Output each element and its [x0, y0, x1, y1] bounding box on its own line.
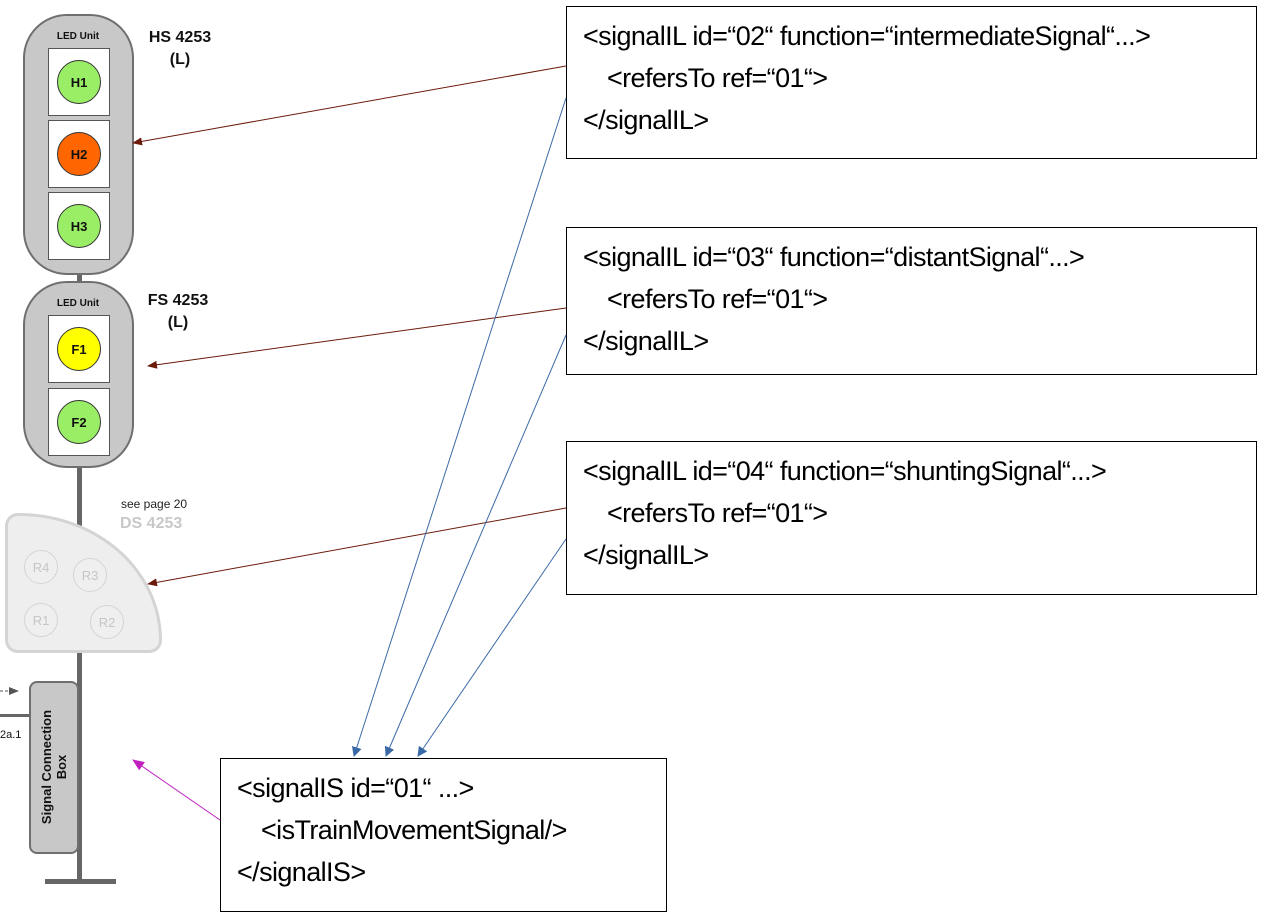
code-box-intermediate: <signalIL id=“02“ function=“intermediate…: [566, 6, 1257, 159]
signal-connection-box: [29, 681, 79, 854]
led-unit-label: LED Unit: [56, 31, 100, 42]
distant-signal-id: FS 4253: [147, 292, 209, 309]
code-line: </signalIL>: [583, 105, 709, 135]
code-box-shunting: <signalIL id=“04“ function=“shuntingSign…: [566, 441, 1257, 595]
code-line: <signalIL id=“02“ function=“intermediate…: [583, 21, 1151, 51]
lamp-r1: R1: [24, 603, 58, 637]
code-line: <signalIS id=“01“ ...>: [237, 773, 474, 803]
mast-base: [45, 879, 116, 884]
lamp-h3: H3: [57, 204, 101, 248]
arrow-to-shunting-signal: [147, 507, 567, 587]
ref-arrow-intermediate: [352, 97, 567, 757]
code-line: </signalIL>: [583, 326, 709, 356]
see-page-note: see page 20: [121, 497, 188, 511]
arrow-to-distant-signal: [147, 307, 567, 369]
code-line: <refersTo ref=“01“>: [607, 498, 828, 528]
arrow-to-connection-box: [132, 759, 221, 821]
code-line: <signalIL id=“04“ function=“shuntingSign…: [583, 456, 1107, 486]
code-line: <isTrainMovementSignal/>: [261, 815, 567, 845]
lamp-r3: R3: [73, 558, 107, 592]
distant-signal-head: LED Unit F1 F2: [23, 281, 134, 468]
code-line: </signalIS>: [237, 857, 366, 887]
distant-signal-side: (L): [167, 314, 189, 331]
code-line: <refersTo ref=“01“>: [607, 284, 828, 314]
lamp-f2: F2: [57, 400, 101, 444]
main-signal-name: HS 4253 (L): [140, 27, 220, 71]
distant-signal-name: FS 4253 (L): [138, 290, 218, 334]
main-signal-id: HS 4253: [148, 29, 212, 46]
ref-arrow-shunting: [417, 538, 567, 757]
code-line: <refersTo ref=“01“>: [607, 63, 828, 93]
shunting-signal-name: DS 4253: [120, 515, 183, 532]
signal-mast: [77, 463, 82, 881]
connection-ref-label: 2a.1: [0, 729, 22, 741]
lamp-box-h1: H1: [48, 48, 110, 116]
code-box-train-movement: <signalIS id=“01“ ...> <isTrainMovementS…: [220, 758, 667, 912]
main-signal-head: LED Unit H1 H2 H3: [23, 14, 134, 275]
signal-mast: [77, 270, 82, 285]
code-line: </signalIL>: [583, 540, 709, 570]
lamp-box-h2: H2: [48, 120, 110, 188]
code-box-distant: <signalIL id=“03“ function=“distantSigna…: [566, 227, 1257, 375]
led-unit-label: LED Unit: [56, 298, 100, 309]
connection-line: [0, 714, 30, 717]
arrow-to-main-signal: [132, 65, 567, 146]
lamp-h1: H1: [57, 60, 101, 104]
lamp-box-f1: F1: [48, 315, 110, 383]
code-line: <signalIL id=“03“ function=“distantSigna…: [583, 242, 1085, 272]
ref-arrow-distant: [384, 334, 567, 757]
main-signal-side: (L): [169, 51, 191, 68]
lamp-r2: R2: [90, 605, 124, 639]
lamp-r4: R4: [24, 550, 58, 584]
lamp-box-f2: F2: [48, 388, 110, 456]
lamp-box-h3: H3: [48, 192, 110, 260]
lamp-f1: F1: [57, 327, 101, 371]
lamp-h2: H2: [57, 132, 101, 176]
